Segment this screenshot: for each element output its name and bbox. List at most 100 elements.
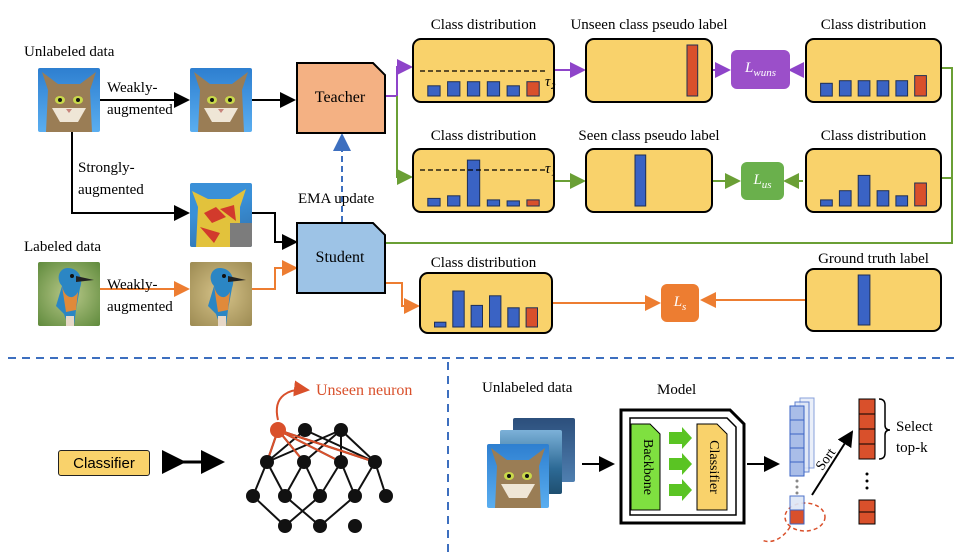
class-dist-top-right-bar-2	[857, 80, 871, 97]
arrow-weak-to-student	[252, 260, 298, 290]
arrow-strong	[71, 132, 190, 221]
select-label-b: top-k	[896, 440, 928, 456]
backbone-block	[630, 423, 661, 511]
class-dist-top-right-bar-1	[838, 80, 852, 97]
class-dist-top-right-bar-5	[914, 75, 927, 97]
unseen-pseudo-title: Unseen class pseudo label	[570, 17, 728, 33]
class-dist-teacher-mid-bar-0	[427, 197, 441, 207]
class-dist-teacher-top-bar-4	[506, 85, 520, 97]
chart-unseen-pseudo	[686, 44, 699, 97]
class-dist-teacher-top-box	[412, 38, 555, 103]
loss-wuns-badge: Lwuns	[731, 50, 790, 89]
classifier-chip: Classifier	[58, 450, 150, 476]
cat-photo-original	[38, 68, 100, 132]
class-dist-teacher-top-bar-2	[466, 81, 481, 97]
weakly-augmented-label-1a: Weakly-	[107, 80, 158, 96]
teacher-shape	[296, 62, 386, 134]
ema-update-label: EMA update	[298, 191, 375, 207]
class-dist-mid-right-bar-2	[857, 174, 871, 207]
class-dist-teacher-top-bar-5	[526, 81, 540, 97]
arrow-strong-to-student	[252, 212, 298, 250]
seen-pseudo-box	[585, 148, 713, 213]
weakly-augmented-label-1b: augmented	[107, 102, 173, 118]
class-dist-mid-right-bar-1	[838, 190, 852, 207]
weakly-augmented-label-2a: Weakly-	[107, 277, 158, 293]
chart-class-dist-mid-right	[820, 174, 927, 207]
unlabeled-data-label: Unlabeled data	[24, 44, 115, 60]
class-dist-top-right-box	[805, 38, 942, 103]
loss-wuns-L: Lwuns	[745, 60, 776, 79]
loss-s-badge: Ls	[661, 284, 699, 322]
unseen-pseudo-box	[585, 38, 713, 103]
student-shape	[296, 222, 386, 294]
loss-wuns-L-subscript: wuns	[753, 67, 776, 79]
chart-seen-pseudo	[634, 154, 647, 207]
loss-us-L: Lus	[753, 171, 772, 191]
classifier-label-vertical: Classifier	[706, 440, 721, 494]
class-dist-mid-right-bar-3	[876, 190, 890, 207]
loss-s-L-subscript: s	[682, 300, 687, 313]
class-dist-teacher-mid-bar-4	[506, 200, 520, 207]
select-label-a: Select	[896, 419, 933, 435]
arrow-teacher-purple	[385, 59, 413, 97]
ground-truth-title: Ground truth label	[818, 251, 929, 267]
chart-class-dist-student	[434, 290, 538, 328]
sorted-stack	[858, 398, 876, 525]
arrow-sort	[811, 430, 854, 496]
ground-truth-bar-2	[857, 274, 871, 326]
class-dist-top-right-bar-3	[876, 80, 890, 97]
backbone-label: Backbone	[640, 439, 655, 495]
cat-photo-weak	[190, 68, 252, 132]
strongly-augmented-label-b: augmented	[78, 182, 144, 198]
class-dist-top-right-bar-4	[895, 80, 909, 97]
seen-pseudo-title: Seen class pseudo label	[578, 128, 720, 144]
cat-photo-strong	[190, 183, 252, 247]
unlabeled-data-label-2: Unlabeled data	[482, 380, 573, 396]
bird-photo-weak	[190, 262, 252, 326]
class-dist-top-right-bar-0	[820, 82, 833, 97]
unseen-neuron-arrow	[275, 380, 310, 421]
class-dist-teacher-mid-box	[412, 148, 555, 213]
tau2-label: τ₂	[545, 74, 556, 90]
chart-class-dist-teacher-top	[427, 81, 540, 97]
class-dist-teacher-mid-bar-2	[466, 159, 481, 207]
chart-class-dist-teacher-mid	[427, 159, 540, 207]
weakly-augmented-label-2b: augmented	[107, 299, 173, 315]
class-dist-student-bar-4	[507, 307, 520, 328]
class-dist-student-bar-1	[452, 290, 465, 328]
line-student-green	[385, 67, 953, 244]
unseen-highlight	[784, 502, 826, 532]
class-dist-teacher-mid-bar-3	[486, 199, 501, 207]
class-dist-student-bar-5	[525, 307, 538, 328]
class-dist-title-2: Class distribution	[820, 17, 927, 33]
unseen-neuron-label: Unseen neuron	[316, 382, 413, 399]
logit-stack	[789, 397, 815, 525]
class-dist-title-4: Class distribution	[820, 128, 927, 144]
class-dist-title-5: Class distribution	[430, 255, 537, 271]
chart-ground-truth	[857, 274, 871, 326]
class-dist-title-1: Class distribution	[430, 17, 537, 33]
unseen-pseudo-bar-5	[686, 44, 699, 97]
class-dist-mid-right-bar-4	[895, 195, 909, 207]
tau1-label: τ₁	[545, 161, 556, 177]
cat-photo-stack-front	[487, 444, 549, 508]
class-dist-student-bar-3	[489, 295, 502, 328]
bird-photo-original	[38, 262, 100, 326]
class-dist-mid-right-bar-5	[914, 182, 927, 207]
teacher-label: Teacher	[314, 89, 366, 106]
loss-s-L: Ls	[673, 293, 687, 313]
topk-brace	[878, 398, 891, 460]
model-label: Model	[657, 382, 697, 398]
chart-class-dist-top-right	[820, 75, 927, 97]
classifier-block	[696, 423, 728, 511]
class-dist-teacher-mid-bar-1	[447, 195, 461, 207]
strongly-augmented-label-a: Strongly-	[78, 160, 135, 176]
class-dist-student-bar-0	[434, 321, 447, 328]
class-dist-teacher-top-bar-0	[427, 85, 441, 97]
unseen-neuron-node	[270, 422, 286, 438]
arrow-student-to-dist	[385, 282, 420, 314]
class-dist-teacher-top-bar-3	[486, 81, 501, 97]
class-dist-student-bar-2	[470, 304, 483, 328]
